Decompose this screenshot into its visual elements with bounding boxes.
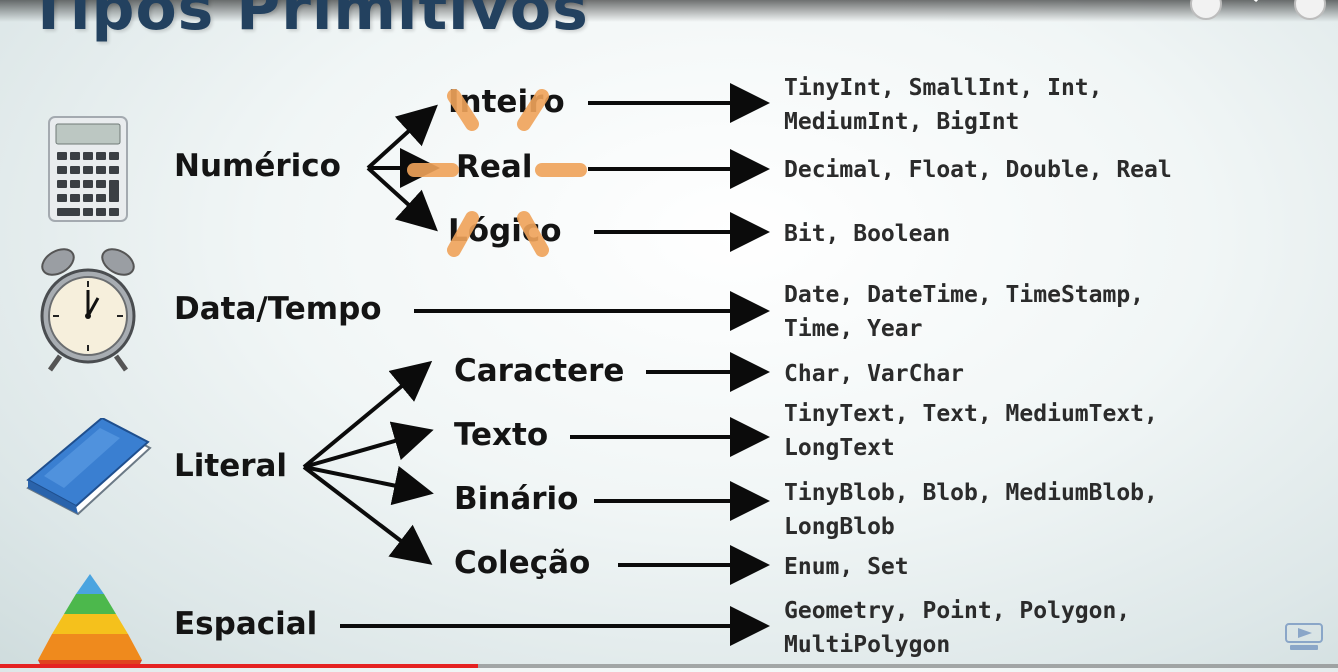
video-progress-bar[interactable] [0,664,1338,668]
loading-spinner-icon[interactable] [404,86,594,266]
subcategory-real: Real [456,149,533,185]
types-data-tempo: Date, DateTime, TimeStamp, Time, Year [784,282,1145,342]
types-binario: TinyBlob, Blob, MediumBlob, LongBlob [784,480,1158,540]
category-espacial: Espacial [174,606,318,642]
types-espacial: Geometry, Point, Polygon, MultiPolygon [784,598,1131,658]
types-inteiro: TinyInt, SmallInt, Int, MediumInt, BigIn… [784,75,1103,135]
video-top-bar [0,0,1338,22]
slide-title: Tipos Primitivos [28,0,589,44]
types-real: Decimal, Float, Double, Real [784,157,1172,183]
category-literal: Literal [174,448,288,484]
category-numerico: Numérico [174,148,341,184]
types-caractere: Char, VarChar [784,361,965,387]
calculator-icon [48,116,128,226]
subcategory-colecao: Coleção [454,545,591,581]
subcategory-caractere: Caractere [454,353,625,389]
category-data-tempo: Data/Tempo [174,291,382,327]
types-logico: Bit, Boolean [784,221,951,247]
video-progress-fill [0,664,478,668]
book-icon [24,416,152,522]
video-watermark-icon[interactable] [1284,618,1324,656]
types-colecao: Enum, Set [784,554,909,580]
subcategory-texto: Texto [454,417,549,453]
alarm-clock-icon [38,244,138,378]
types-texto: TinyText, Text, MediumText, LongText [784,401,1158,461]
subcategory-binario: Binário [454,481,579,517]
